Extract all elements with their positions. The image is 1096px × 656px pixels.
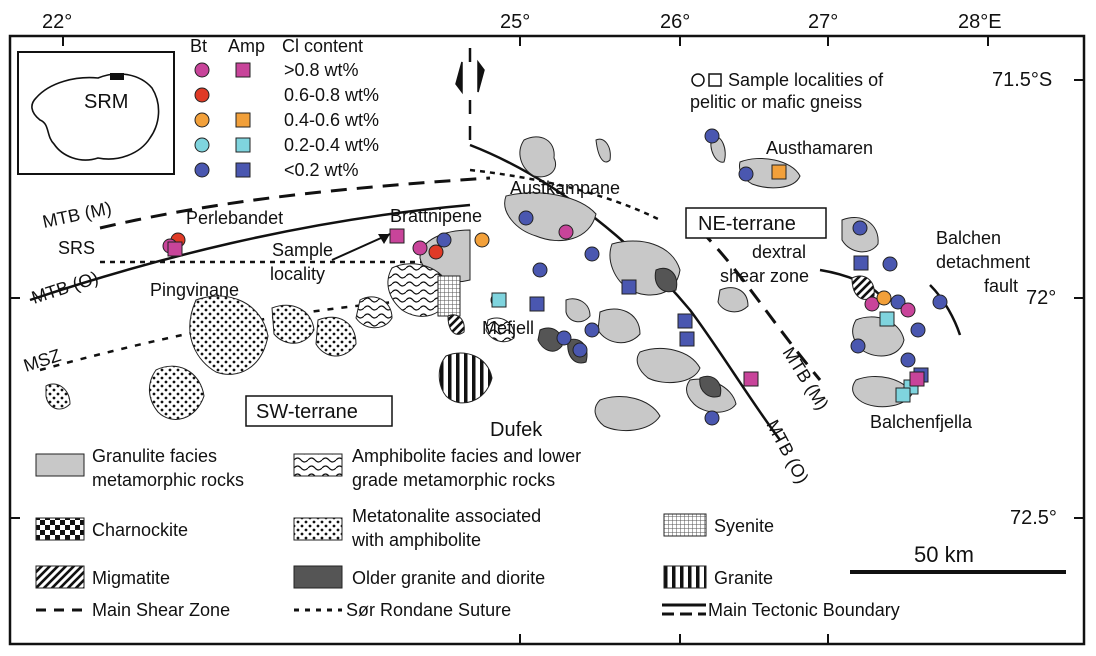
svg-text:NE-terrane: NE-terrane bbox=[698, 213, 796, 235]
label-mtb-m-right: MTB (M) bbox=[779, 344, 833, 414]
swatch-migmatite bbox=[35, 565, 85, 589]
amp-marker-4 bbox=[235, 162, 251, 178]
inset-map: SRM bbox=[17, 51, 175, 175]
legend-main-shear-zone: Main Shear Zone bbox=[92, 600, 230, 620]
legend-granulite-2: metamorphic rocks bbox=[92, 470, 244, 490]
swatch-granulite bbox=[35, 453, 85, 477]
label-srs: SRS bbox=[58, 238, 95, 258]
scale-bar: 50 km bbox=[850, 542, 1066, 574]
special-outcrops bbox=[437, 275, 875, 404]
legend-col-amp: Amp bbox=[228, 36, 265, 56]
legend-syenite: Syenite bbox=[714, 516, 774, 536]
legend-row-1: 0.6-0.8 wt% bbox=[284, 85, 379, 105]
cl-content-legend: Bt Amp Cl content >0.8 wt% 0.6-0.8 wt% 0… bbox=[190, 36, 379, 180]
svg-text:pelitic or mafic gneiss: pelitic or mafic gneiss bbox=[690, 92, 862, 112]
swatch-syenite bbox=[663, 513, 707, 537]
label-dufek: Dufek bbox=[490, 419, 543, 441]
bt-marker-0 bbox=[194, 62, 210, 78]
legend-granulite-1: Granulite facies bbox=[92, 446, 217, 466]
swatch-granite bbox=[663, 565, 707, 589]
lon-label-25: 25° bbox=[500, 11, 530, 33]
lat-label-72-5: 72.5° bbox=[1010, 507, 1057, 529]
swatch-older-granite bbox=[293, 565, 343, 589]
terrane-sw: SW-terrane bbox=[245, 395, 393, 427]
terrane-ne: NE-terrane bbox=[685, 207, 827, 239]
label-pingvinane: Pingvinane bbox=[150, 280, 239, 300]
legend-older-granite: Older granite and diorite bbox=[352, 568, 545, 588]
legend-row-0: >0.8 wt% bbox=[284, 60, 359, 80]
longitude-ticks bbox=[10, 36, 1084, 644]
label-mtb-o-right: MTB (O) bbox=[762, 416, 812, 486]
label-brattnipene: Brattnipene bbox=[390, 206, 482, 226]
lon-label-22: 22° bbox=[42, 11, 72, 33]
label-mtb-o-left: MTB (O) bbox=[29, 267, 101, 307]
swatch-metatonalite bbox=[293, 517, 343, 541]
legend-metatonalite-2: with amphibolite bbox=[351, 530, 481, 550]
label-balchen-1: Balchen bbox=[936, 228, 1001, 248]
swatch-amphibolite bbox=[293, 453, 343, 477]
legend-granite: Granite bbox=[714, 568, 773, 588]
label-perlebandet: Perlebandet bbox=[186, 208, 283, 228]
amp-marker-3 bbox=[235, 137, 251, 153]
lon-label-27: 27° bbox=[808, 11, 838, 33]
fault-symbol bbox=[455, 48, 485, 140]
map-frame bbox=[8, 34, 1086, 646]
label-balchen-2: detachment bbox=[936, 252, 1030, 272]
label-msz: MSZ bbox=[21, 345, 63, 376]
bt-marker-4 bbox=[194, 162, 210, 178]
legend-metatonalite-1: Metatonalite associated bbox=[352, 506, 541, 526]
svg-text:Sample localities of: Sample localities of bbox=[728, 70, 884, 90]
legend-charnockite: Charnockite bbox=[92, 520, 188, 540]
granulite-outcrops bbox=[419, 135, 913, 432]
metatonalite-outcrops bbox=[45, 295, 357, 420]
label-sample-1: Sample bbox=[272, 240, 333, 260]
legend-main-tectonic-boundary: Main Tectonic Boundary bbox=[708, 600, 900, 620]
legend-migmatite: Migmatite bbox=[92, 568, 170, 588]
legend-sor-rondane-suture: Sør Rondane Suture bbox=[346, 600, 511, 620]
bt-samples bbox=[162, 128, 948, 426]
place-labels: Austhamaren Austkampane Perlebandet Brat… bbox=[21, 138, 1030, 487]
older-granite-outcrops bbox=[537, 267, 722, 398]
lon-label-28e: 28°E bbox=[958, 11, 1002, 33]
rock-legend: Granulite facies metamorphic rocks Amphi… bbox=[35, 446, 900, 620]
bt-marker-2 bbox=[194, 112, 210, 128]
legend-row-2: 0.4-0.6 wt% bbox=[284, 110, 379, 130]
label-balchen-3: fault bbox=[984, 276, 1018, 296]
sample-locality-note: Sample localities of pelitic or mafic gn… bbox=[690, 70, 884, 112]
label-dextral-2: shear zone bbox=[720, 266, 809, 286]
amphibolite-outcrops bbox=[355, 263, 515, 343]
label-dextral-1: dextral bbox=[752, 242, 806, 262]
bt-marker-3 bbox=[194, 137, 210, 153]
lat-label-71-5: 71.5°S bbox=[992, 69, 1052, 91]
legend-row-3: 0.2-0.4 wt% bbox=[284, 135, 379, 155]
label-austkampane: Austkampane bbox=[510, 178, 620, 198]
label-balchenfjella: Balchenfjella bbox=[870, 412, 973, 432]
amp-samples bbox=[167, 164, 929, 403]
scale-label: 50 km bbox=[914, 542, 974, 567]
legend-row-4: <0.2 wt% bbox=[284, 160, 359, 180]
legend-amphibolite-1: Amphibolite facies and lower bbox=[352, 446, 581, 466]
label-sample-2: locality bbox=[270, 264, 325, 284]
legend-col-bt: Bt bbox=[190, 36, 207, 56]
bt-marker-1 bbox=[194, 87, 210, 103]
label-austhamaren: Austhamaren bbox=[766, 138, 873, 158]
amp-marker-2 bbox=[235, 112, 251, 128]
amp-marker-0 bbox=[235, 62, 251, 78]
sample-locality-arrow bbox=[331, 233, 391, 261]
lon-label-26: 26° bbox=[660, 11, 690, 33]
swatch-charnockite bbox=[35, 517, 85, 541]
svg-text:SW-terrane: SW-terrane bbox=[256, 401, 358, 423]
inset-label-srm: SRM bbox=[84, 91, 128, 113]
lat-label-72: 72° bbox=[1026, 287, 1056, 309]
legend-amphibolite-2: grade metamorphic rocks bbox=[352, 470, 555, 490]
legend-col-cl: Cl content bbox=[282, 36, 363, 56]
label-mefjell: Mefjell bbox=[482, 318, 534, 338]
